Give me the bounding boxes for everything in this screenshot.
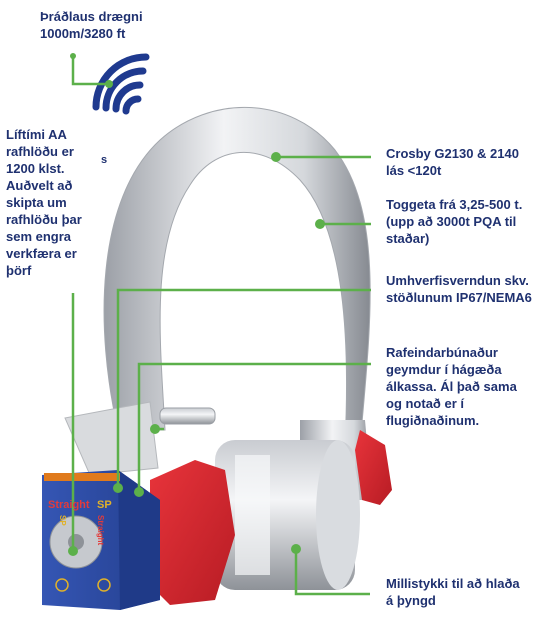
label-battery: Líftími AA rafhlöðu er 1200 klst. Auðvel… [6,127,82,278]
battery-cover-icon [49,515,103,569]
label-protection: Umhverfisverndun skv. stöðlunum IP67/NEM… [386,273,532,305]
sensor-box [42,470,160,610]
antenna-bracket [64,401,159,476]
label-electronics: Rafeindarbúnaður geymdur í hágæða álkass… [386,345,517,428]
leader-dots [68,53,325,556]
antenna-icon [55,578,111,592]
device-model-side: SP [58,515,67,526]
nut-left [150,460,235,605]
leader-lines [71,56,371,596]
label-wireless-range: Þráðlaus drægni 1000m/3280 ft [40,9,143,41]
label-crosby: Crosby G2130 & 2140 lás <120t [386,146,519,178]
wifi-icon [92,53,150,115]
pin [159,407,216,425]
spacer [215,440,360,590]
label-capacity: Toggeta frá 3,25-500 t. (upp að 3000t PQ… [386,197,523,246]
nut-right [355,430,392,505]
device-model: SP [97,499,112,511]
device-brand: Straight [48,499,90,511]
label-spacer: Millistykki til að hlaða á þyngd [386,576,520,608]
stray-mark: s [101,154,108,166]
device-brand-side: Straight [96,515,105,546]
